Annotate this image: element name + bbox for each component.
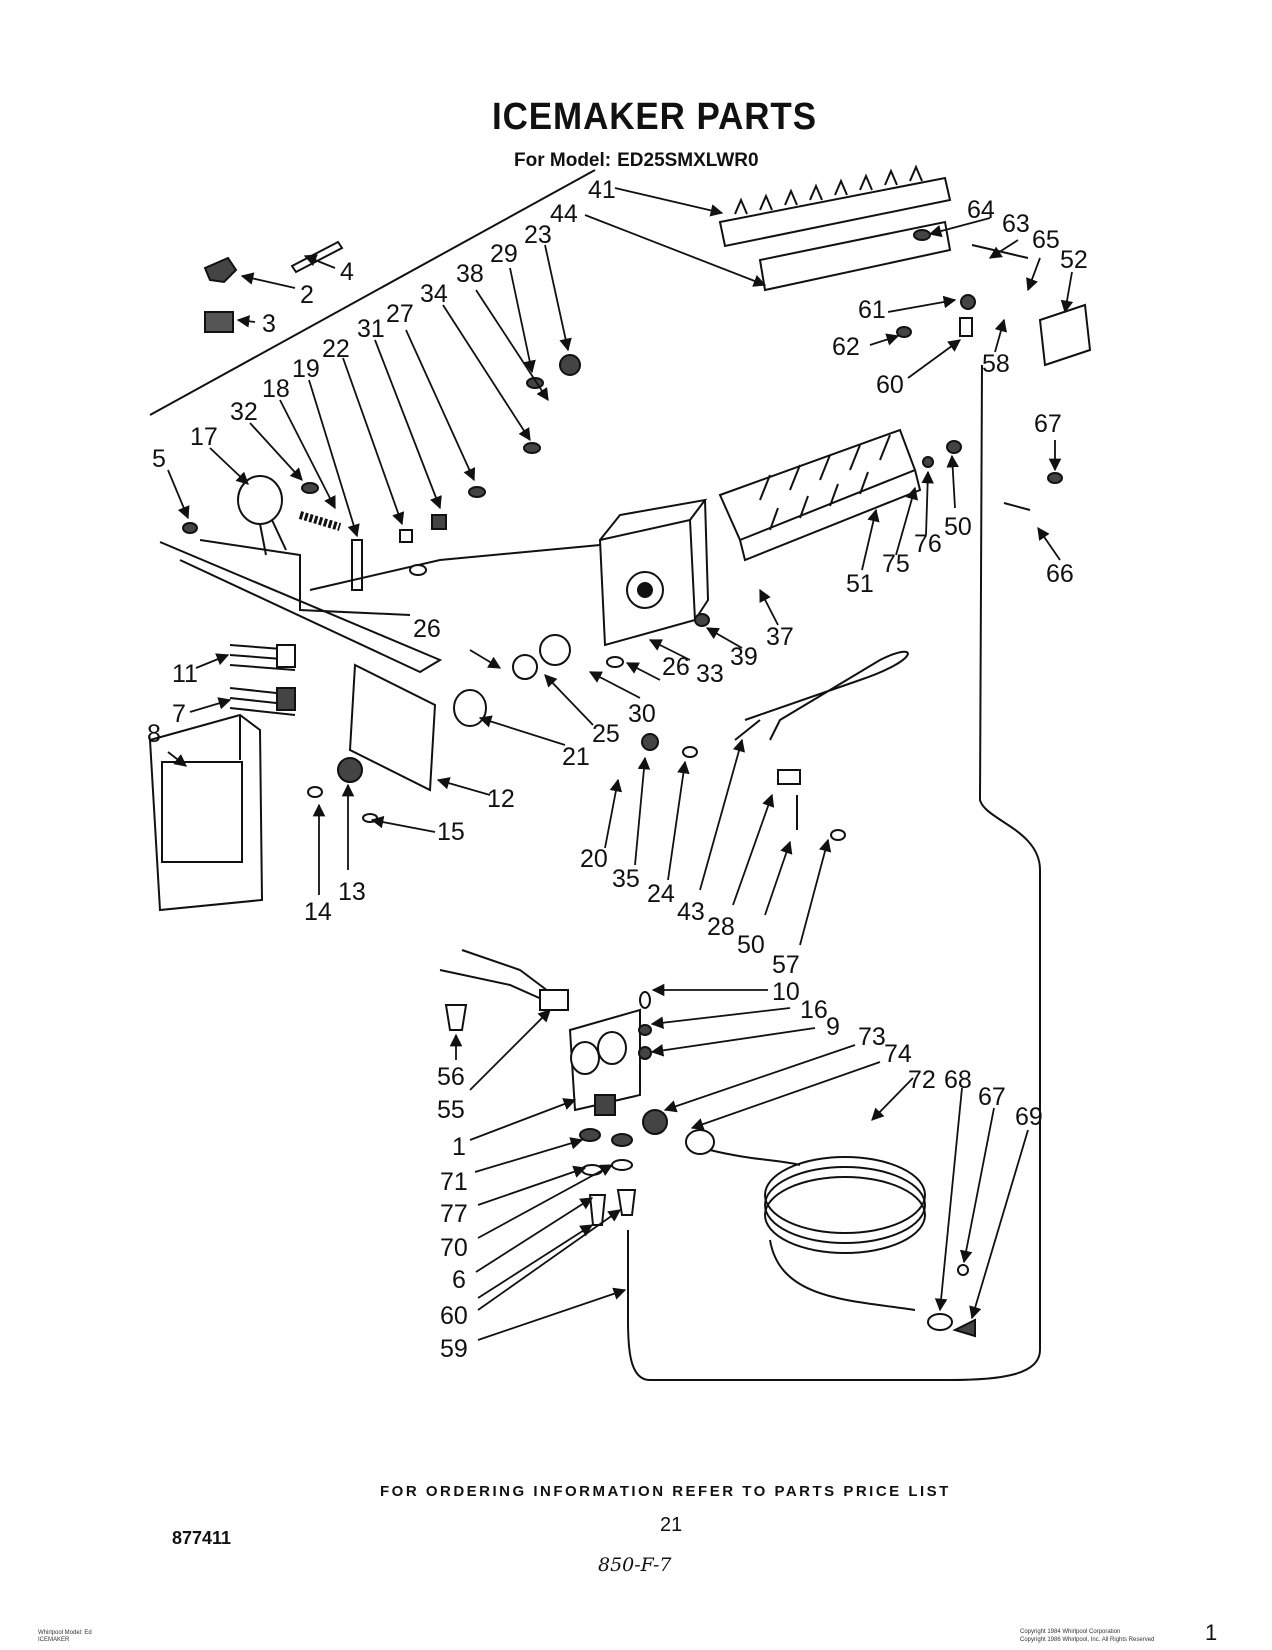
label-5: 5 bbox=[152, 445, 166, 473]
label-61: 61 bbox=[858, 296, 886, 324]
copyright-line-2: Copyright 1986 Whirlpool, Inc. All Right… bbox=[1020, 1637, 1155, 1643]
label-23: 23 bbox=[524, 221, 552, 249]
label-7: 7 bbox=[172, 700, 186, 728]
copyright-notice: Copyright 1984 Whirlpool Corporation Cop… bbox=[1020, 1628, 1154, 1644]
document-number: 877411 bbox=[172, 1528, 232, 1548]
label-18: 18 bbox=[262, 375, 290, 403]
handwritten-note: 850-F-7 bbox=[598, 1554, 672, 1576]
page-number: 21 bbox=[660, 1514, 683, 1536]
label-52: 52 bbox=[1060, 246, 1088, 274]
label-17: 17 bbox=[190, 423, 218, 451]
label-15: 15 bbox=[437, 818, 465, 846]
label-19: 19 bbox=[292, 355, 320, 383]
label-28: 28 bbox=[707, 913, 735, 941]
label-67-top: 67 bbox=[1034, 410, 1062, 438]
label-2: 2 bbox=[300, 281, 314, 309]
label-63: 63 bbox=[1002, 210, 1030, 238]
label-21: 21 bbox=[562, 743, 590, 771]
label-64: 64 bbox=[967, 196, 995, 224]
label-11: 11 bbox=[172, 660, 198, 688]
label-58: 58 bbox=[982, 350, 1010, 378]
label-22: 22 bbox=[322, 335, 350, 363]
ordering-note: FOR ORDERING INFORMATION REFER TO PARTS … bbox=[380, 1483, 951, 1500]
label-62: 62 bbox=[832, 333, 860, 361]
label-68: 68 bbox=[944, 1066, 972, 1094]
label-56: 56 bbox=[437, 1063, 465, 1091]
label-25: 25 bbox=[592, 720, 620, 748]
corner-mark: 1 bbox=[1205, 1620, 1218, 1645]
label-50-mid: 50 bbox=[737, 931, 765, 959]
label-30: 30 bbox=[628, 700, 656, 728]
label-4: 4 bbox=[340, 258, 354, 286]
label-35: 35 bbox=[612, 865, 640, 893]
label-60-top: 60 bbox=[876, 371, 904, 399]
label-32: 32 bbox=[230, 398, 258, 426]
label-38: 38 bbox=[456, 260, 484, 288]
label-24: 24 bbox=[647, 880, 675, 908]
label-71: 71 bbox=[440, 1168, 468, 1196]
label-8: 8 bbox=[147, 720, 161, 748]
label-75: 75 bbox=[882, 550, 910, 578]
label-34: 34 bbox=[420, 280, 448, 308]
label-9: 9 bbox=[826, 1013, 840, 1041]
label-74: 74 bbox=[884, 1040, 912, 1068]
label-51: 51 bbox=[846, 570, 874, 598]
copyright-line-1: Copyright 1984 Whirlpool Corporation bbox=[1020, 1629, 1121, 1635]
label-3: 3 bbox=[262, 310, 276, 338]
label-6: 6 bbox=[452, 1266, 466, 1294]
label-10: 10 bbox=[772, 978, 800, 1006]
label-12: 12 bbox=[487, 785, 515, 813]
footer-left-line-1: Whirlpool Model: Ed bbox=[38, 1630, 92, 1636]
label-37: 37 bbox=[766, 623, 794, 651]
label-41: 41 bbox=[588, 176, 616, 204]
label-55: 55 bbox=[437, 1096, 465, 1124]
label-73: 73 bbox=[858, 1023, 886, 1051]
label-50-top: 50 bbox=[944, 513, 972, 541]
footer-left-line-2: ICEMAKER bbox=[38, 1637, 70, 1643]
label-70: 70 bbox=[440, 1234, 468, 1262]
label-20: 20 bbox=[580, 845, 608, 873]
model-prefix: For Model: bbox=[514, 150, 612, 171]
label-43: 43 bbox=[677, 898, 705, 926]
footer-left-small: Whirlpool Model: Ed ICEMAKER bbox=[38, 1630, 92, 1644]
label-69: 69 bbox=[1015, 1103, 1043, 1131]
label-13: 13 bbox=[338, 878, 366, 906]
label-44: 44 bbox=[550, 200, 578, 228]
label-66: 66 bbox=[1046, 560, 1074, 588]
model-subtitle: For Model:ED25SMXLWR0 bbox=[508, 150, 759, 172]
page-title: ICEMAKER PARTS bbox=[492, 96, 817, 138]
label-33: 33 bbox=[696, 660, 724, 688]
label-57: 57 bbox=[772, 951, 800, 979]
label-27: 27 bbox=[386, 300, 414, 328]
label-60-bottom: 60 bbox=[440, 1302, 468, 1330]
label-26-right: 26 bbox=[662, 653, 690, 681]
model-number: ED25SMXLWR0 bbox=[617, 150, 759, 171]
label-14: 14 bbox=[304, 898, 332, 926]
label-67-bottom: 67 bbox=[978, 1083, 1006, 1111]
label-39: 39 bbox=[730, 643, 758, 671]
label-29: 29 bbox=[490, 240, 518, 268]
label-59: 59 bbox=[440, 1335, 468, 1363]
label-65: 65 bbox=[1032, 226, 1060, 254]
label-77: 77 bbox=[440, 1200, 468, 1228]
label-16: 16 bbox=[800, 996, 828, 1024]
label-72: 72 bbox=[908, 1066, 936, 1094]
label-76: 76 bbox=[914, 530, 942, 558]
label-31: 31 bbox=[357, 315, 385, 343]
label-26-left: 26 bbox=[413, 615, 441, 643]
label-1: 1 bbox=[452, 1133, 466, 1161]
